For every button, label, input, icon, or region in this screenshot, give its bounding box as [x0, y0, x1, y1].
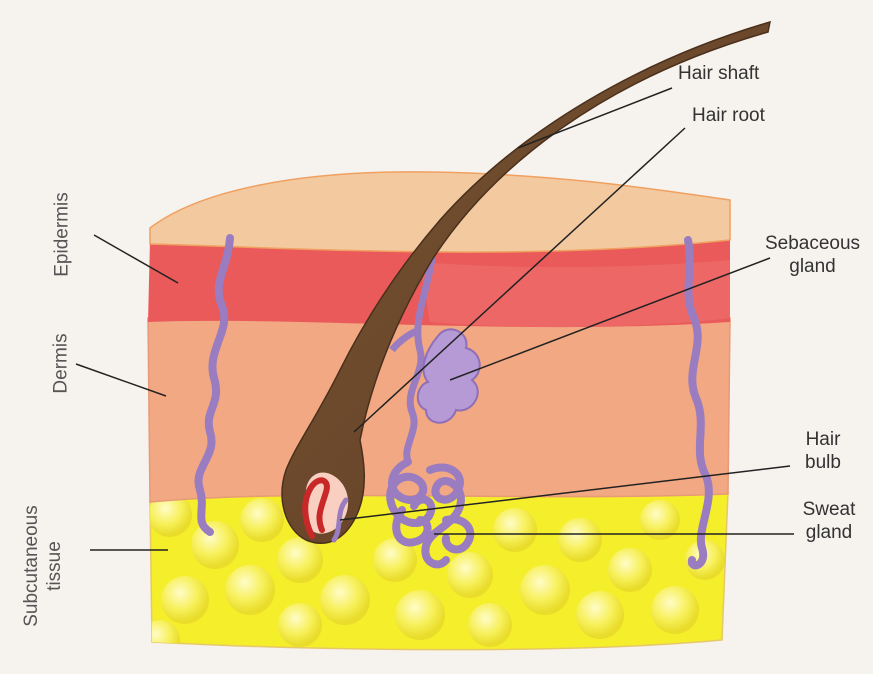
label-subcutaneous-tissue: Subcutaneous tissue: [20, 491, 66, 641]
subcutaneous-layer: [140, 492, 728, 660]
label-hair-bulb: Hair bulb: [790, 428, 856, 474]
label-sebaceous-line1: Sebaceous: [752, 232, 873, 255]
label-subcutaneous-line2: tissue: [43, 491, 66, 641]
label-sweat-line1: Sweat: [794, 498, 864, 521]
label-subcutaneous-line1: Subcutaneous: [20, 491, 43, 641]
label-hair-bulb-line2: bulb: [790, 451, 856, 474]
label-hair-root: Hair root: [692, 104, 765, 127]
label-sebaceous-line2: gland: [752, 255, 873, 278]
label-sweat-gland: Sweat gland: [794, 498, 864, 544]
label-hair-shaft: Hair shaft: [678, 62, 759, 85]
label-hair-bulb-line1: Hair: [790, 428, 856, 451]
label-dermis: Dermis: [50, 324, 73, 404]
label-sebaceous-gland: Sebaceous gland: [752, 232, 873, 278]
label-sweat-line2: gland: [794, 521, 864, 544]
label-epidermis: Epidermis: [51, 185, 74, 285]
epidermis-shade: [420, 260, 730, 327]
